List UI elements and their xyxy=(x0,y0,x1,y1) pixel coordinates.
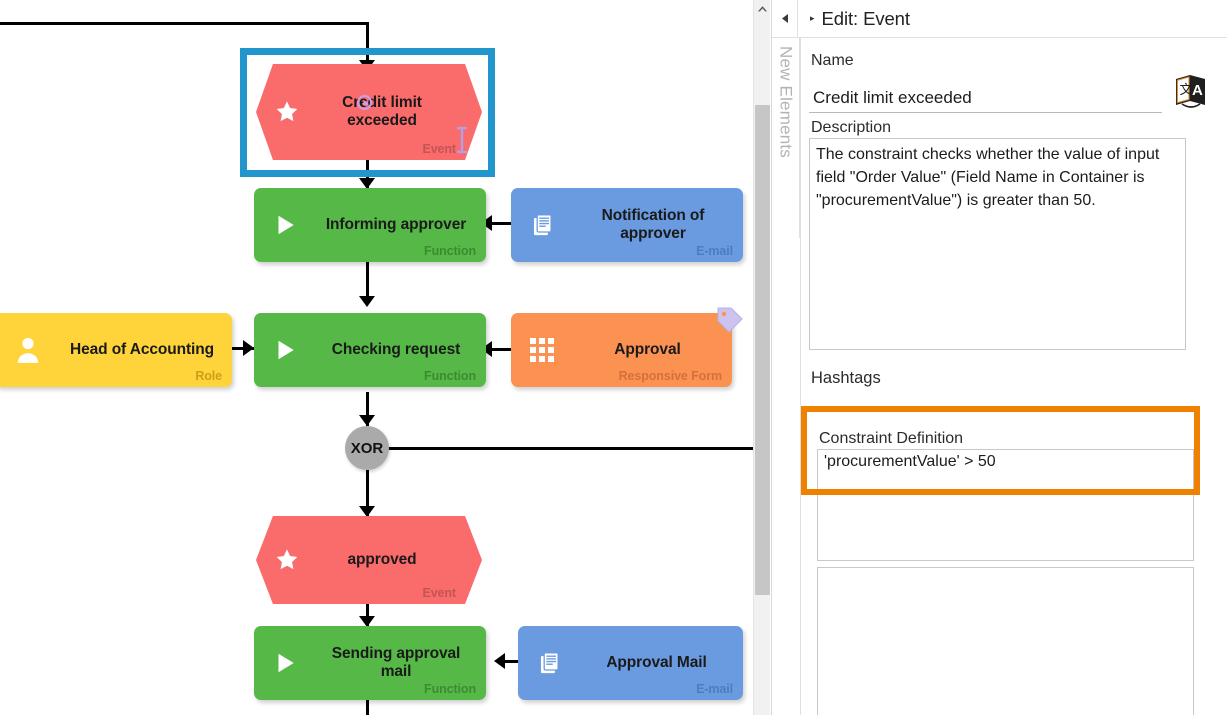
node-title: Head of Accounting xyxy=(69,341,214,359)
connector-xor-right-branch xyxy=(388,447,753,450)
node-sending-approval-mail[interactable]: Sending approval mail Function xyxy=(254,626,486,700)
page-title: Edit: Event xyxy=(821,7,910,29)
star-icon xyxy=(256,99,318,125)
chevron-up-icon xyxy=(758,5,767,11)
canvas-vertical-scrollbar[interactable] xyxy=(753,0,770,715)
node-title: Notification of approver xyxy=(601,207,705,242)
tab-new-elements[interactable]: New Elements xyxy=(772,38,800,238)
panel-title-wrap[interactable]: ▸ Edit: Event xyxy=(798,8,910,30)
scroll-up-button[interactable] xyxy=(754,0,771,17)
connector-informing-to-checking xyxy=(366,262,369,304)
node-title: approved xyxy=(347,551,417,569)
node-title: Checking request xyxy=(331,341,461,359)
expand-twisty-icon[interactable]: ▸ xyxy=(810,13,815,23)
arrowhead-email-to-informing xyxy=(481,215,492,231)
play-icon xyxy=(254,650,316,676)
connector-top-horizontal xyxy=(0,22,369,25)
node-type-label: Function xyxy=(424,369,476,383)
scrollbar-thumb[interactable] xyxy=(755,105,770,595)
node-type-label: E-mail xyxy=(696,682,733,696)
connector-email-to-informing xyxy=(487,222,511,225)
gateway-xor[interactable]: XOR xyxy=(345,426,389,470)
properties-panel: ▸ Edit: Event New Elements Name 文 A xyxy=(771,0,1227,715)
connector-approvalmail-to-sending xyxy=(500,660,524,663)
node-title: Approval xyxy=(614,341,681,359)
grid-icon xyxy=(511,337,573,363)
arrowhead-approvalmail-to-sending xyxy=(494,653,505,669)
arrowhead-into-informing-approver xyxy=(359,178,375,189)
tab-new-elements-label: New Elements xyxy=(776,46,796,158)
connector-form-to-checking xyxy=(487,348,511,351)
name-label: Name xyxy=(811,52,854,69)
arrowhead-into-approved xyxy=(359,506,375,517)
panel-divider xyxy=(800,38,801,715)
connector-xor-to-approved xyxy=(366,470,369,516)
node-title: Sending approval mail xyxy=(331,645,461,680)
node-type-label: Responsive Form xyxy=(618,369,722,383)
play-icon xyxy=(254,212,316,238)
constraint-definition-label: Constraint Definition xyxy=(819,430,964,447)
panel-header: ▸ Edit: Event xyxy=(772,0,1227,38)
description-label: Description xyxy=(811,119,892,136)
play-icon xyxy=(254,337,316,363)
person-icon xyxy=(0,336,62,364)
svg-text:A: A xyxy=(1192,82,1203,99)
name-row: 文 A xyxy=(809,71,1210,113)
connector-top-vertical xyxy=(366,22,369,64)
node-type-label: Function xyxy=(424,682,476,696)
node-type-label: Event xyxy=(422,586,456,600)
extra-text-area[interactable] xyxy=(817,567,1194,715)
node-type-label: Event xyxy=(422,142,456,156)
node-informing-approver[interactable]: Informing approver Function xyxy=(254,188,486,262)
node-head-of-accounting[interactable]: Head of Accounting Role xyxy=(0,313,232,387)
collapse-left-icon[interactable] xyxy=(772,0,798,38)
panel-body: Name 文 A Description Hashtags Con xyxy=(801,38,1227,715)
node-title: Approval Mail xyxy=(606,654,707,672)
translate-icon[interactable]: 文 A xyxy=(1172,71,1210,111)
node-credit-limit-exceeded[interactable]: Credit limit exceeded Event xyxy=(256,64,482,160)
arrowhead-role-to-checking xyxy=(243,340,254,356)
text-caret-marker xyxy=(357,95,372,110)
ibeam-cursor-icon xyxy=(455,126,469,154)
node-checking-request[interactable]: Checking request Function xyxy=(254,313,486,387)
gateway-label: XOR xyxy=(350,439,384,457)
constraint-definition-input[interactable] xyxy=(817,449,1194,561)
node-approval[interactable]: Approval Responsive Form xyxy=(511,307,743,387)
name-input[interactable] xyxy=(809,87,1162,113)
hashtags-label: Hashtags xyxy=(811,369,881,387)
node-title: Informing approver xyxy=(325,216,467,234)
arrowhead-into-xor xyxy=(359,415,375,426)
node-approved[interactable]: approved Event xyxy=(256,516,482,604)
node-type-label: E-mail xyxy=(696,244,733,258)
star-icon xyxy=(256,547,318,573)
connector-approved-to-sending xyxy=(366,600,369,626)
description-input[interactable] xyxy=(809,138,1186,350)
node-title: Credit limit exceeded xyxy=(342,94,422,129)
node-approval-mail[interactable]: Approval Mail E-mail xyxy=(518,626,743,700)
svg-text:文: 文 xyxy=(1180,83,1193,98)
node-type-label: Function xyxy=(424,244,476,258)
arrowhead-form-to-checking xyxy=(481,341,492,357)
arrowhead-into-checking-request xyxy=(359,296,375,307)
node-type-label: Role xyxy=(195,369,222,383)
tag-badge-icon xyxy=(715,305,745,335)
node-notification-of-approver[interactable]: Notification of approver E-mail xyxy=(511,188,743,262)
process-diagram-canvas[interactable]: Credit limit exceeded Event Informing ap… xyxy=(0,0,753,715)
document-icon xyxy=(511,210,573,240)
arrowhead-into-sending-approval-mail xyxy=(359,616,375,627)
connector-sending-to-bottom xyxy=(366,698,369,715)
connector-checking-to-xor xyxy=(366,392,369,426)
document-icon xyxy=(518,648,580,678)
